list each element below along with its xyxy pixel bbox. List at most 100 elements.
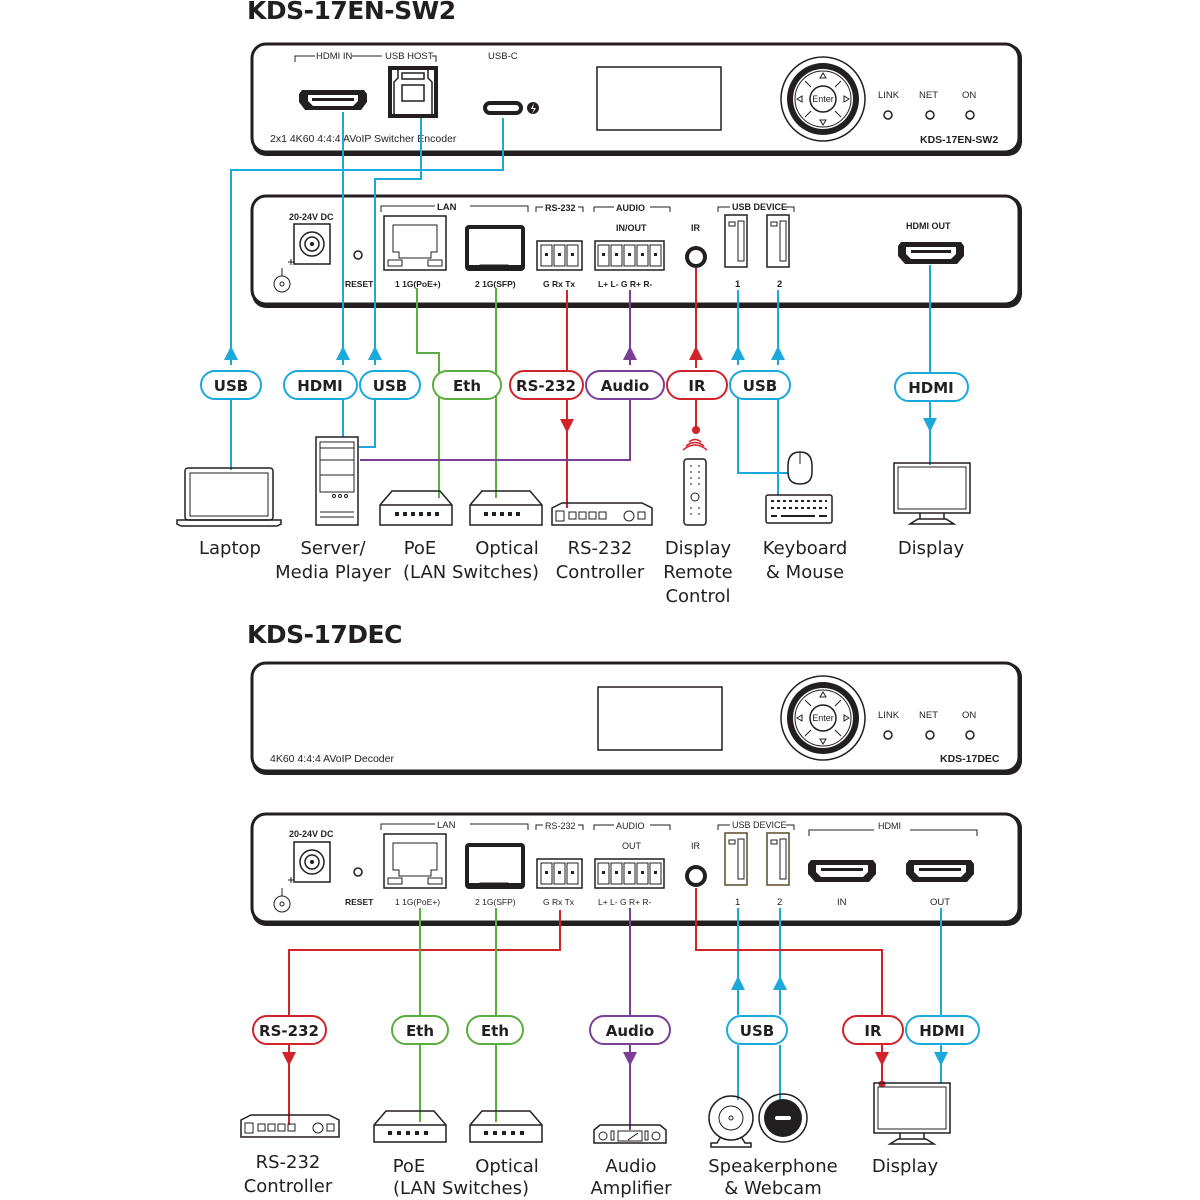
rj45-port-icon xyxy=(383,215,447,271)
hdmi-out-port-icon xyxy=(906,860,974,882)
label-audio-pins: L+ L- G R+ R- xyxy=(598,897,652,907)
optical-switch-icon xyxy=(469,1110,543,1143)
label-lan2: 2 1G(SFP) xyxy=(475,897,516,907)
decoder-description: 4K60 4:4:4 AVoIP Decoder xyxy=(270,753,394,765)
device-label-audio-amplifier: Audio xyxy=(605,1156,656,1177)
svg-text:Eth: Eth xyxy=(406,1022,434,1040)
label-usb1: 1 xyxy=(735,279,741,290)
navigation-knob[interactable]: Enter xyxy=(780,56,866,142)
encoder-connection-labels: USB HDMI USB Eth RS-232 Audio IR USB HDM… xyxy=(200,370,969,402)
cable-usb-host-server xyxy=(374,118,422,365)
usb-host-port-icon xyxy=(388,66,438,118)
hdmi-in-port-icon xyxy=(808,860,876,882)
label-reset: RESET xyxy=(345,279,374,289)
label-lan2: 2 1G(SFP) xyxy=(475,279,516,289)
label-lan1: 1 1G(PoE+) xyxy=(395,279,441,289)
label-audio: AUDIO xyxy=(616,821,645,831)
navigation-knob[interactable]: Enter xyxy=(780,675,866,761)
reset-button-icon xyxy=(353,250,363,260)
sfp-port-icon xyxy=(465,225,525,271)
reset-button-icon xyxy=(353,867,363,877)
cable-usb-c-laptop xyxy=(230,118,504,365)
rs232-terminal-icon xyxy=(536,240,583,271)
svg-text:& Webcam: & Webcam xyxy=(724,1178,821,1199)
led-net-label: NET xyxy=(919,90,938,101)
label-usb2: 2 xyxy=(777,279,782,290)
decoder-front-panel: 4K60 4:4:4 AVoIP Decoder Enter LINK NET … xyxy=(250,661,1022,775)
power-jack-icon xyxy=(273,841,331,913)
label-rs232: RS-232 xyxy=(545,821,576,831)
speakerphone-icon xyxy=(758,1093,808,1143)
rs232-terminal-icon xyxy=(536,858,583,889)
label-power: 20-24V DC xyxy=(289,212,334,222)
pill-hdmi-display: HDMI xyxy=(894,372,969,402)
device-label-remote: Display xyxy=(665,538,732,559)
label-power: 20-24V DC xyxy=(289,829,334,839)
label-audio-pins: L+ L- G R+ R- xyxy=(598,279,652,289)
encoder-devices xyxy=(176,436,971,527)
label-rs232-pins: G Rx Tx xyxy=(543,279,575,289)
svg-text:IR: IR xyxy=(864,1022,882,1040)
decoder-model-label: KDS-17DEC xyxy=(940,753,1000,765)
svg-text:Media Player: Media Player xyxy=(275,562,391,583)
pill-eth-poe: Eth xyxy=(391,1015,449,1045)
device-label-poe: PoE xyxy=(393,1156,426,1177)
label-usb1: 1 xyxy=(735,897,740,908)
label-hdmi-in: HDMI IN xyxy=(316,51,353,62)
encoder-device-labels: Laptop Server/ Media Player PoE (LAN Swi… xyxy=(199,538,965,607)
label-audio-dir: IN/OUT xyxy=(616,223,647,233)
label-usb-device: USB DEVICE xyxy=(732,202,787,212)
label-usb2: 2 xyxy=(777,897,782,908)
svg-text:(LAN Switches): (LAN Switches) xyxy=(403,562,539,583)
led-on-icon xyxy=(965,110,975,120)
label-usb-c: USB-C xyxy=(488,51,518,62)
poe-switch-icon xyxy=(379,490,453,526)
svg-text:Audio: Audio xyxy=(601,377,649,395)
rs232-controller-icon xyxy=(240,1114,340,1138)
svg-text:HDMI: HDMI xyxy=(919,1022,965,1040)
encoder-title: KDS-17EN-SW2 xyxy=(247,0,456,25)
ir-jack-icon xyxy=(685,865,707,887)
device-label-laptop: Laptop xyxy=(199,538,261,559)
laptop-icon xyxy=(176,467,282,527)
pill-ir: IR xyxy=(842,1015,904,1045)
svg-text:Remote: Remote xyxy=(663,562,732,583)
pill-usb-server: USB xyxy=(359,370,421,400)
label-hdmi-out: HDMI OUT xyxy=(906,221,951,231)
pill-usb-devices: USB xyxy=(729,370,791,400)
svg-text:(LAN Switches): (LAN Switches) xyxy=(393,1178,529,1199)
label-usb-device: USB DEVICE xyxy=(732,820,787,830)
svg-text:RS-232: RS-232 xyxy=(259,1022,319,1040)
label-ir: IR xyxy=(691,841,701,851)
svg-text:RS-232: RS-232 xyxy=(516,377,576,395)
label-ir: IR xyxy=(691,223,701,233)
device-label-keyboard-mouse: Keyboard xyxy=(763,538,848,559)
pill-rs232: RS-232 xyxy=(252,1015,327,1045)
keyboard-icon xyxy=(765,494,833,524)
pill-rs232: RS-232 xyxy=(509,370,584,400)
device-label-optical: Optical xyxy=(475,1156,539,1177)
hdmi-out-port-icon xyxy=(898,242,964,264)
device-label-rs232-controller: RS-232 xyxy=(568,538,633,559)
svg-text:Controller: Controller xyxy=(556,562,645,583)
encoder-description: 2x1 4K60 4:4:4 AVoIP Switcher Encoder xyxy=(270,133,457,145)
hdmi-in-port-icon xyxy=(299,90,367,110)
webcam-icon xyxy=(708,1095,754,1148)
label-lan: LAN xyxy=(437,202,457,213)
led-on-label: ON xyxy=(962,90,976,101)
label-reset: RESET xyxy=(345,897,374,907)
svg-text:Controller: Controller xyxy=(244,1176,333,1197)
decoder-rear-panel: 20-24V DC RESET LAN 1 1G(PoE+) 2 1G(SFP) xyxy=(250,812,1022,926)
pill-audio: Audio xyxy=(585,370,665,400)
svg-text:HDMI: HDMI xyxy=(297,377,343,395)
usb-device-2-port-icon xyxy=(766,214,790,268)
pill-ir: IR xyxy=(666,370,728,400)
label-lan1: 1 1G(PoE+) xyxy=(395,897,440,907)
svg-text:HDMI: HDMI xyxy=(908,379,954,397)
svg-text:Control: Control xyxy=(665,586,730,607)
decoder-connection-labels: RS-232 Eth Eth Audio USB IR HDMI xyxy=(252,1015,980,1045)
pill-audio: Audio xyxy=(589,1015,671,1045)
decoder-title: KDS-17DEC xyxy=(247,620,402,649)
enter-button-label: Enter xyxy=(812,713,834,723)
